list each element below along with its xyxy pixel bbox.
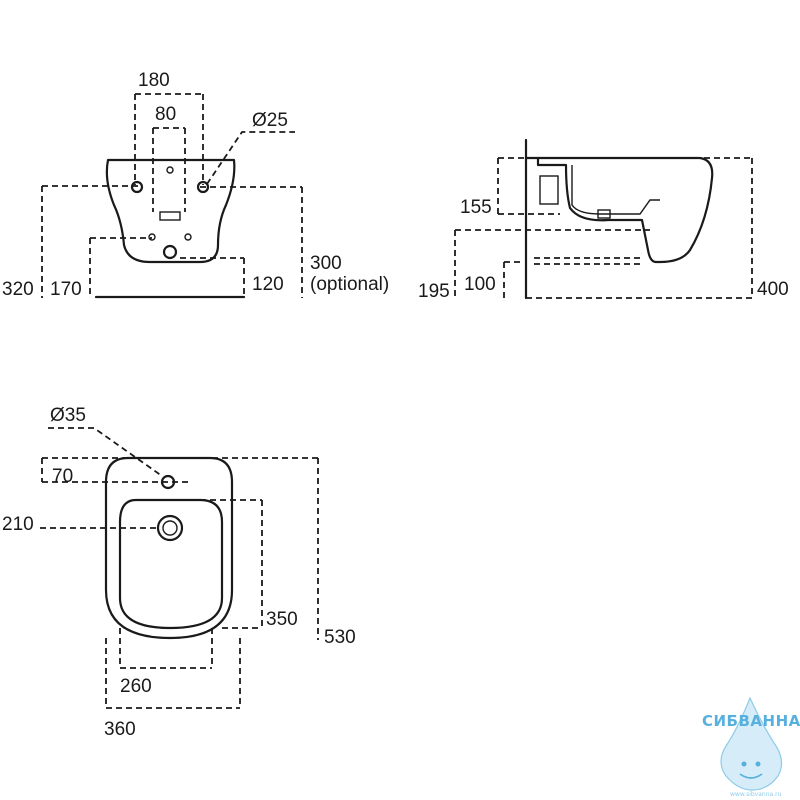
- dim-70-lines: [42, 458, 318, 482]
- front-view: 180 80 Ø25 320 170 120 300 (optional): [2, 70, 389, 300]
- top-bowl-inner: [120, 500, 222, 628]
- dim-210-label: 210: [2, 514, 34, 535]
- watermark-url: www.sibvanna.ru: [730, 791, 782, 798]
- dim-400-lines: [526, 158, 752, 298]
- dim-120-label: 120: [252, 274, 284, 295]
- dim-320-label: 320: [2, 279, 34, 300]
- side-view: 155 195 100 400: [418, 140, 789, 302]
- side-waste-pipe: [534, 258, 640, 264]
- dim-155-label: 155: [460, 197, 492, 218]
- top-drain-inner: [163, 521, 177, 535]
- dim-80-label: 80: [155, 104, 176, 125]
- dim-170-lines: [90, 238, 152, 298]
- dim-195-label: 195: [418, 281, 450, 302]
- mount-hole-left: [132, 182, 142, 192]
- top-drain-outer: [158, 516, 182, 540]
- front-drain-hole: [164, 246, 176, 258]
- front-small-hole: [167, 167, 173, 173]
- dim-300-label: 300: [310, 253, 342, 274]
- dim-120-lines: [180, 258, 244, 298]
- top-view: Ø35 70 210 350 530 260 360: [2, 405, 356, 740]
- watermark-face-eye-left: [742, 762, 747, 767]
- dim-155-lines: [498, 158, 560, 214]
- front-bolt-right: [185, 234, 191, 240]
- side-bowl-inner: [572, 165, 660, 214]
- front-bolt-left: [149, 234, 155, 240]
- dim-400-label: 400: [757, 279, 789, 300]
- dim-300-lines: [200, 187, 302, 298]
- dim-d35-label: Ø35: [50, 405, 86, 426]
- side-view-outline: [526, 158, 712, 262]
- watermark-face-eye-right: [756, 762, 761, 767]
- dim-100-label: 100: [464, 274, 496, 295]
- side-bracket: [540, 176, 558, 204]
- front-waste-port: [160, 212, 180, 220]
- dim-80-lines: [153, 128, 185, 212]
- dim-70-label: 70: [52, 466, 73, 487]
- dim-100-lines: [504, 262, 524, 298]
- dim-170-label: 170: [50, 279, 82, 300]
- dim-d25-leader: [207, 132, 295, 184]
- dim-360-lines: [106, 638, 240, 708]
- dim-260-label: 260: [120, 676, 152, 697]
- dim-360-label: 360: [104, 719, 136, 740]
- dim-350-label: 350: [266, 609, 298, 630]
- watermark-brand: СИБВАННА: [702, 712, 800, 730]
- dim-d25-label: Ø25: [252, 110, 288, 131]
- watermark-logo: СИБВАННА www.sibvanna.ru: [702, 698, 800, 798]
- dim-optional-label: (optional): [310, 274, 389, 295]
- dim-180-label: 180: [138, 70, 170, 91]
- top-view-outline: [106, 458, 232, 638]
- dim-530-label: 530: [324, 627, 356, 648]
